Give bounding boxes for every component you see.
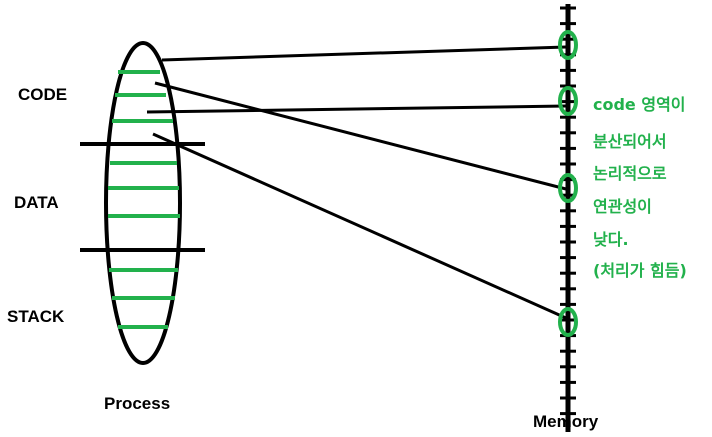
data-label: DATA (14, 193, 59, 212)
mapping-line (154, 81, 567, 191)
mapping-line (152, 132, 567, 320)
mapping-line (146, 104, 567, 114)
note-line: (처리가 힘듬) (593, 261, 687, 280)
mapping-line (161, 45, 567, 62)
note-line: 논리적으로 (593, 164, 667, 183)
process-pages (108, 70, 180, 329)
stack-label: STACK (7, 307, 65, 326)
code-label: CODE (18, 85, 67, 104)
note-line: code 영역이 (593, 95, 686, 114)
process-caption: Process (104, 394, 170, 413)
note-line: 분산되어서 (593, 132, 667, 151)
note-line: 낮다. (593, 230, 629, 249)
memory-mark (558, 173, 578, 203)
mapping-lines (146, 45, 567, 320)
note-line: 연관성이 (593, 197, 652, 216)
annotation-note: code 영역이 분산되어서 논리적으로 연관성이 낮다. (처리가 힘듬) (593, 95, 687, 280)
memory-mark (558, 307, 578, 337)
memory-mark (558, 30, 578, 60)
process-ellipse (104, 41, 182, 365)
memory-caption: Memory (533, 412, 599, 431)
memory-mark (558, 86, 578, 116)
memory-marks (558, 30, 578, 337)
